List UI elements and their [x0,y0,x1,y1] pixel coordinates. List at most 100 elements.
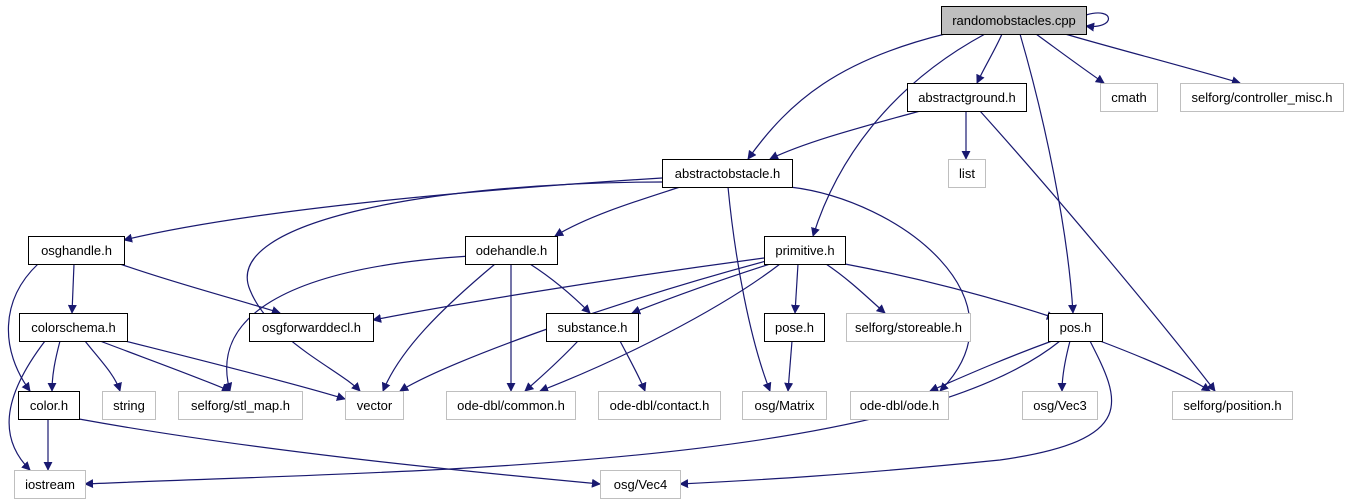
node-common: ode-dbl/common.h [446,391,576,420]
node-label-abstractobstacle: abstractobstacle.h [675,166,781,181]
edge-colorschema-to-color [47,340,61,392]
node-label-common: ode-dbl/common.h [457,398,565,413]
node-box-osghandle [28,236,125,265]
node-label-randomobstacles: randomobstacles.cpp [952,13,1076,28]
edge-primitive-to-common [539,263,781,393]
node-label-stl_map: selforg/stl_map.h [191,398,290,413]
edge-abstractobstacle-to-ode [789,186,971,392]
node-label-abstractground: abstractground.h [918,90,1016,105]
node-abstractobstacle[interactable]: abstractobstacle.h [662,159,793,188]
node-label-colorschema: colorschema.h [31,320,116,335]
node-stl_map: selforg/stl_map.h [178,391,303,420]
edge-abstractobstacle-to-osghandle [123,177,663,243]
node-label-osghandle: osghandle.h [41,243,112,258]
node-pos[interactable]: pos.h [1048,313,1103,342]
node-label-iostream: iostream [25,477,75,492]
node-box-stl_map [178,391,303,420]
node-cmath: cmath [1100,83,1158,112]
edge-colorschema-to-iostream [8,340,46,471]
edge-randomobstacles-to-pos [1019,33,1078,314]
edge-odehandle-to-stl_map [223,255,471,392]
node-box-abstractground [907,83,1027,112]
edge-odehandle-to-vector [381,263,496,392]
node-box-substance [546,313,639,342]
node-vector: vector [345,391,404,420]
node-box-primitive [764,236,846,265]
node-box-matrix [742,391,827,420]
node-box-cmath [1100,83,1158,112]
node-colorschema[interactable]: colorschema.h [19,313,128,342]
node-label-storeable: selforg/storeable.h [855,320,962,335]
edge-colorschema-to-vector [124,340,346,401]
node-label-ode: ode-dbl/ode.h [860,398,940,413]
edge-abstractground-to-abstractobstacle [769,110,921,160]
node-vec4: osg/Vec4 [600,470,681,499]
edge-color-to-vec4 [78,418,601,488]
node-box-vec3 [1022,391,1098,420]
node-label-controller_misc: selforg/controller_misc.h [1192,90,1333,105]
node-label-odehandle: odehandle.h [476,243,548,258]
node-box-pose [764,313,825,342]
node-box-controller_misc [1180,83,1344,112]
node-label-color: color.h [30,398,68,413]
edge-osghandle-to-color [7,263,39,392]
edge-pos-to-position [1099,340,1211,392]
node-controller_misc: selforg/controller_misc.h [1180,83,1344,112]
edge-randomobstacles-to-controller_misc [1064,33,1241,85]
node-label-string: string [113,398,145,413]
edge-randomobstacles-to-abstractground [976,33,1003,84]
node-primitive[interactable]: primitive.h [764,236,846,265]
node-box-iostream [14,470,86,499]
node-odehandle[interactable]: odehandle.h [465,236,558,265]
node-label-vec4: osg/Vec4 [614,477,668,492]
node-position: selforg/position.h [1172,391,1293,420]
edge-osghandle-to-colorschema [67,263,77,314]
edge-primitive-to-storeable [825,263,886,314]
node-box-string [102,391,156,420]
node-box-colorschema [19,313,128,342]
node-label-vec3: osg/Vec3 [1033,398,1087,413]
node-randomobstacles[interactable]: randomobstacles.cpp [941,6,1087,35]
node-box-list [948,159,986,188]
node-osgforwarddecl[interactable]: osgforwarddecl.h [249,313,374,342]
node-label-primitive: primitive.h [775,243,834,258]
node-box-ode [850,391,949,420]
edge-colorschema-to-string [84,340,122,392]
edge-abstractobstacle-to-odehandle [554,186,681,237]
edge-randomobstacles-to-abstractobstacle [747,33,946,160]
node-contact: ode-dbl/contact.h [598,391,721,420]
edge-primitive-to-substance [631,263,771,315]
edge-primitive-to-pos [844,263,1056,320]
node-pose[interactable]: pose.h [764,313,825,342]
edge-osghandle-to-osgforwarddecl [119,263,281,315]
node-box-pos [1048,313,1103,342]
node-abstractground[interactable]: abstractground.h [907,83,1027,112]
node-box-odehandle [465,236,558,265]
node-box-position [1172,391,1293,420]
node-label-vector: vector [357,398,393,413]
edge-pos-to-vec3 [1057,340,1071,392]
edge-odehandle-to-substance [529,263,591,314]
node-matrix: osg/Matrix [742,391,827,420]
edge-substance-to-contact [619,340,647,392]
edge-primitive-to-pose [791,263,800,314]
edge-pos-to-iostream [84,340,1061,489]
node-ode: ode-dbl/ode.h [850,391,949,420]
node-box-color [18,391,80,420]
node-color[interactable]: color.h [18,391,80,420]
edge-randomobstacles-to-cmath [1035,33,1105,84]
edge-substance-to-common [524,340,579,392]
edge-abstractobstacle-to-vector [246,181,663,392]
edge-pose-to-matrix [784,340,794,392]
edge-randomobstacles-to-primitive [811,33,986,237]
node-storeable: selforg/storeable.h [846,313,971,342]
node-substance[interactable]: substance.h [546,313,639,342]
node-box-common [446,391,576,420]
node-osghandle[interactable]: osghandle.h [28,236,125,265]
edge-pos-to-vec4 [679,340,1113,489]
node-label-substance: substance.h [557,320,627,335]
edge-abstractground-to-position [979,110,1216,392]
node-label-pos: pos.h [1060,320,1092,335]
node-box-vec4 [600,470,681,499]
node-box-storeable [846,313,971,342]
